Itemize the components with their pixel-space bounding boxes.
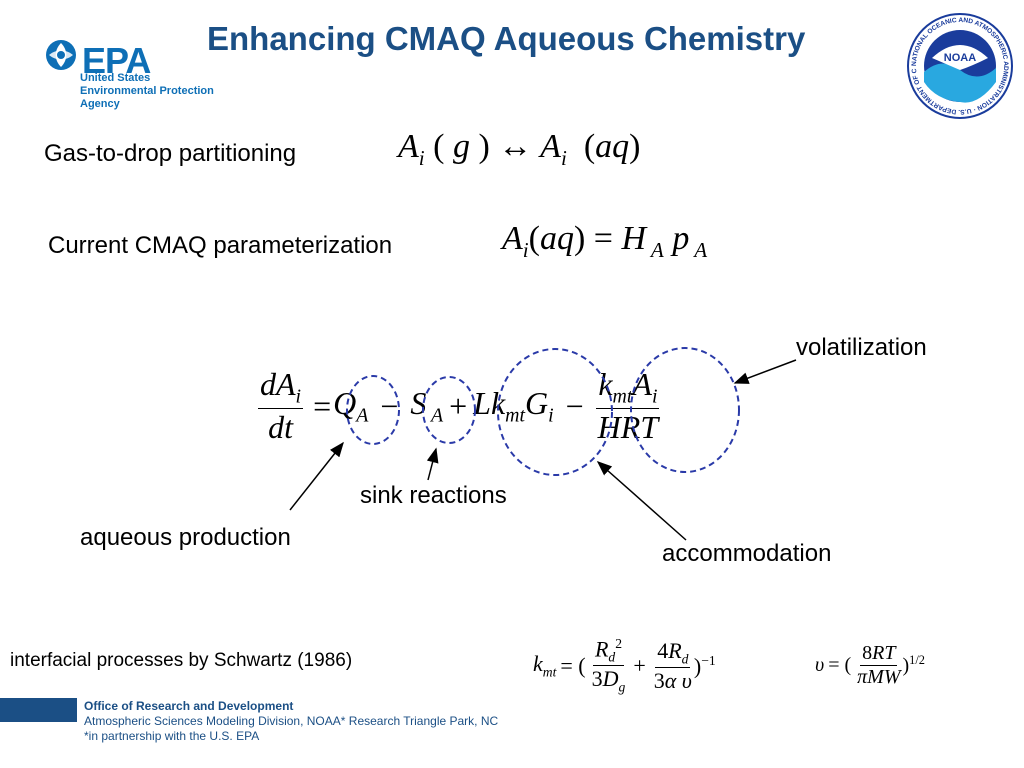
epa-wordmark: EPA [82, 40, 151, 81]
cmaq-parameterization-label: Current CMAQ parameterization [48, 232, 393, 259]
production-term: QA [333, 384, 369, 427]
partitioning-equation: Ai ( g ) ↔ Ai (aq) [398, 128, 641, 170]
epa-agency-line: United States [80, 72, 151, 84]
accommodation-label: accommodation [662, 540, 832, 567]
epa-flower-icon [46, 40, 76, 70]
epa-logo: EPA United States Environmental Protecti… [44, 38, 234, 110]
noaa-center-text: NOAA [944, 52, 976, 64]
sink-reactions-arrow [426, 447, 439, 481]
epa-agency-line: Environmental Protection [80, 85, 214, 97]
footer-bar [0, 698, 77, 722]
noaa-logo: NATIONAL OCEANIC AND ATMOSPHERIC ADMINIS… [906, 12, 1013, 119]
sink-term: S A [410, 384, 444, 427]
aqueous-production-arrow [289, 441, 344, 511]
henry-law-equation: Ai(aq) = H A p A [502, 220, 708, 262]
footer-division: Atmospheric Sciences Modeling Division, … [84, 714, 499, 728]
accommodation-term: LkmtGi [473, 384, 554, 427]
footer-text: Office of Research and Development Atmos… [84, 699, 498, 744]
sink-reactions-label: sink reactions [360, 482, 507, 509]
schwartz-label: interfacial processes by Schwartz (1986) [10, 650, 353, 671]
epa-agency-line: Agency [80, 98, 120, 110]
volatilization-arrow [733, 359, 797, 384]
footer-office: Office of Research and Development [84, 699, 294, 713]
slide-title: Enhancing CMAQ Aqueous Chemistry [207, 20, 806, 57]
footer-partnership: *in partnership with the U.S. EPA [84, 729, 260, 743]
accommodation-arrow [596, 461, 687, 541]
aqueous-production-label: aqueous production [80, 524, 291, 551]
epa-agency-name: United States Environmental Protection A… [80, 72, 214, 111]
gas-to-drop-label: Gas-to-drop partitioning [44, 140, 297, 167]
volatilization-label: volatilization [796, 334, 927, 361]
